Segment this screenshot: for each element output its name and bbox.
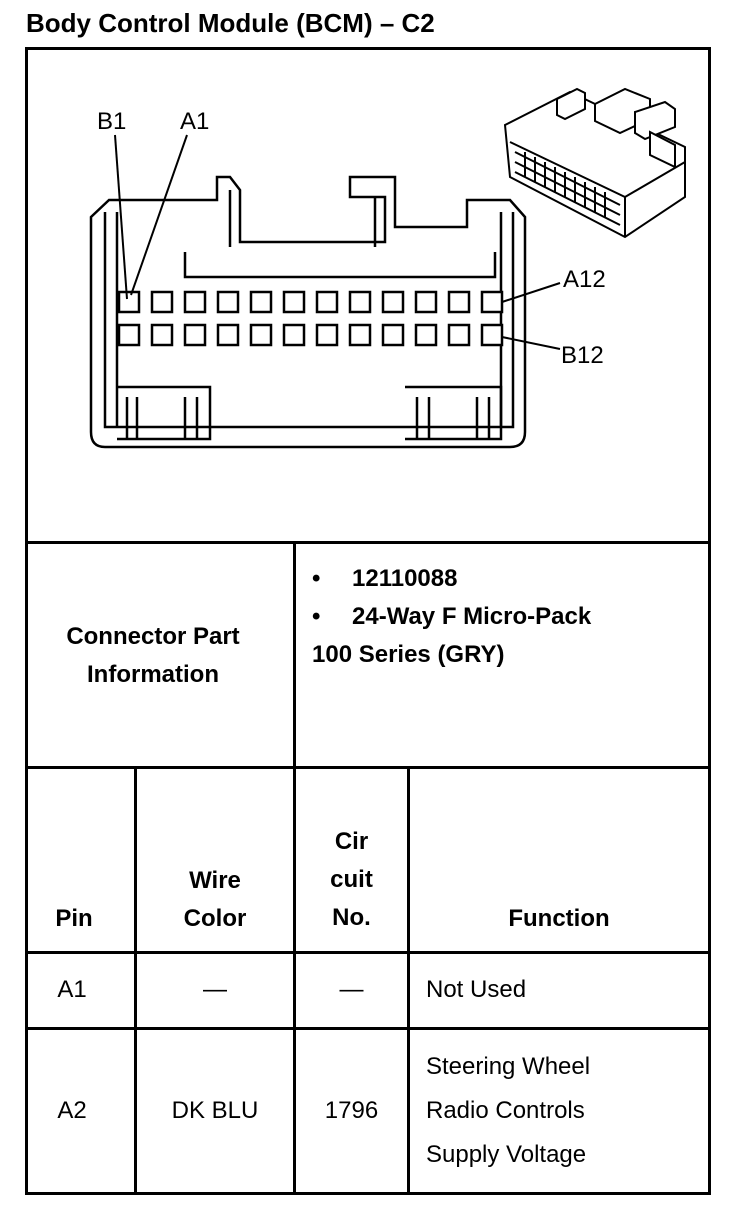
- row-a2-circuit: 1796: [324, 1097, 379, 1124]
- divider-cpi-vertical: [293, 541, 296, 768]
- header-wire-line2: Color: [183, 905, 247, 932]
- document-frame: [25, 47, 711, 1195]
- label-b12: B12: [561, 342, 604, 369]
- leader-lines: [114, 134, 561, 350]
- connector-3d-view: [503, 87, 686, 239]
- row-a2-function-line2: Radio Controls: [426, 1097, 585, 1124]
- header-pin: Pin: [55, 905, 93, 932]
- connector-info-label-line2: Information: [87, 661, 219, 688]
- row-a2-wire-color: DK BLU: [171, 1097, 259, 1124]
- connector-face-drawing: [89, 175, 527, 449]
- label-b1: B1: [97, 108, 126, 135]
- connector-series: 100 Series (GRY): [312, 641, 505, 668]
- description-value: 24-Way F Micro-Pack: [352, 603, 592, 630]
- label-a12: A12: [563, 266, 606, 293]
- divider-col-wire: [293, 766, 296, 1194]
- part-number-value: 12110088: [352, 565, 458, 592]
- row-a1-circuit: —: [339, 976, 364, 1003]
- bullet: •: [312, 565, 321, 592]
- row-a1-pin: A1: [57, 976, 87, 1003]
- divider-diagram-bottom: [25, 541, 711, 544]
- page-title: Body Control Module (BCM) – C2: [26, 8, 435, 38]
- row-a1-wire-color: —: [203, 976, 227, 1003]
- connector-diagram: B1 A1 A12 B12: [89, 87, 686, 449]
- row-a2-function-line3: Supply Voltage: [426, 1141, 587, 1168]
- row-a1-function: Not Used: [426, 976, 527, 1003]
- row-a2-pin: A2: [57, 1097, 87, 1124]
- connector-info-details: • 12110088 • 24-Way F Micro-Pack 100 Serie…: [312, 560, 591, 674]
- connector-part-number: • 12110088: [312, 560, 591, 598]
- pin-cavities: [117, 290, 504, 347]
- row-a2-function: Steering Wheel Radio Controls Supply Vol…: [426, 1045, 590, 1177]
- header-circuit-line3: No.: [332, 904, 371, 931]
- connector-description: • 24-Way F Micro-Pack: [312, 598, 591, 636]
- divider-header-bottom: [25, 951, 711, 954]
- label-a1: A1: [180, 108, 209, 135]
- header-circuit-line2: cuit: [330, 866, 373, 893]
- divider-row-a1-bottom: [25, 1027, 711, 1030]
- divider-col-pin: [134, 766, 137, 1194]
- header-wire-color: Wire Color: [137, 862, 293, 938]
- connector-info-label-line1: Connector Part: [66, 623, 240, 650]
- connector-info-label: Connector Part Information: [28, 618, 278, 694]
- header-circuit-line1: Cir: [334, 828, 369, 855]
- divider-col-circuit: [407, 766, 410, 1194]
- header-function: Function: [508, 905, 610, 932]
- header-wire-line1: Wire: [189, 867, 241, 894]
- header-circuit-no: Cir cuit No.: [296, 823, 407, 937]
- divider-cpi-bottom: [25, 766, 711, 769]
- bullet: •: [312, 603, 321, 630]
- row-a2-function-line1: Steering Wheel: [426, 1053, 591, 1080]
